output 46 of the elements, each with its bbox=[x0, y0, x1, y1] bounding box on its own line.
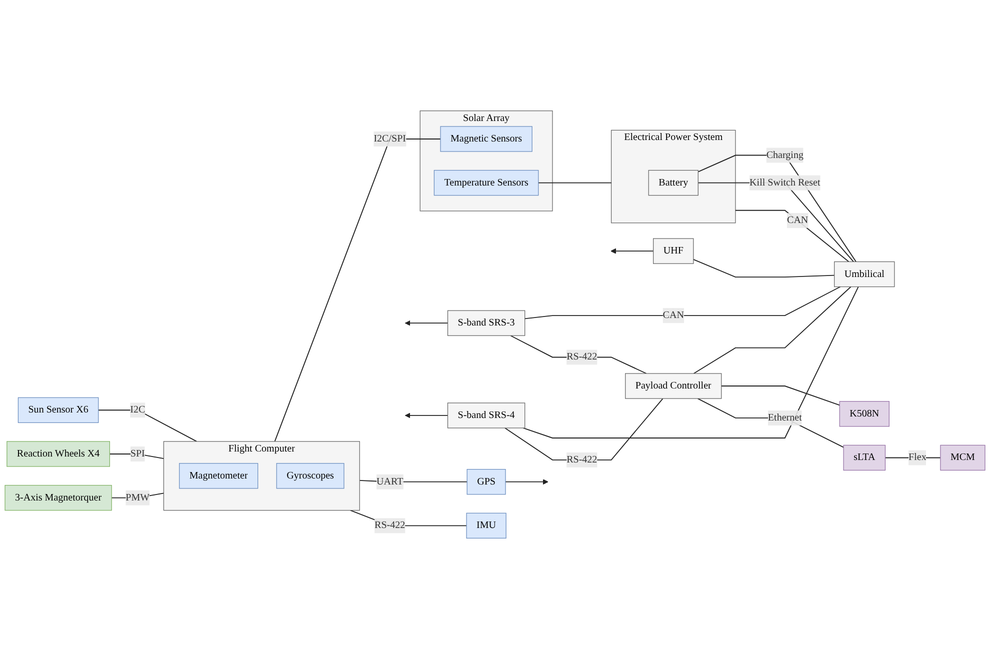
edge-label: RS-422 bbox=[566, 454, 598, 465]
connector-line bbox=[98, 410, 198, 442]
edge-label: RS-422 bbox=[566, 352, 598, 362]
connector-line bbox=[404, 412, 448, 418]
edge-label: Charging bbox=[766, 150, 804, 160]
process-box: sLTA bbox=[843, 444, 886, 471]
process-box: 3-Axis Magnetorquer bbox=[4, 484, 112, 511]
connector-line bbox=[538, 182, 612, 184]
process-box: S-band SRS-3 bbox=[447, 310, 526, 336]
connector-line bbox=[720, 386, 840, 406]
connector-line bbox=[522, 286, 859, 438]
process-box: K508N bbox=[839, 401, 890, 427]
connector-line bbox=[505, 479, 548, 485]
edge-label: Kill Switch Reset bbox=[750, 177, 820, 188]
process-box: IMU bbox=[466, 512, 506, 539]
edge-label: CAN bbox=[662, 310, 684, 321]
process-box: MCM bbox=[940, 444, 986, 471]
edge-label: RS-422 bbox=[374, 520, 406, 531]
process-box: Gyroscopes bbox=[276, 463, 344, 489]
connector-line bbox=[524, 286, 841, 320]
process-box: GPS bbox=[466, 469, 506, 495]
process-box: Magnetic Sensors bbox=[440, 126, 532, 152]
connector-line bbox=[404, 320, 448, 326]
process-box: Reaction Wheels X4 bbox=[6, 441, 110, 467]
process-box: Magnetometer bbox=[179, 463, 258, 489]
process-box: Temperature Sensors bbox=[434, 170, 539, 196]
process-box: Battery bbox=[648, 170, 698, 196]
process-box: S-band SRS-4 bbox=[447, 402, 526, 428]
process-box: UHF bbox=[653, 238, 694, 264]
connector-line bbox=[692, 259, 835, 278]
connector bbox=[698, 182, 854, 262]
connector-line bbox=[610, 248, 654, 254]
connector-line bbox=[735, 210, 850, 262]
edge-label: PMW bbox=[126, 492, 150, 503]
edge-label: Flex bbox=[908, 452, 926, 463]
connector-line bbox=[274, 138, 441, 442]
process-box: Sun Sensor X6 bbox=[18, 397, 99, 423]
edge-label: I2C/SPI bbox=[374, 133, 406, 144]
connector-line bbox=[693, 286, 852, 374]
edge-label: CAN bbox=[787, 214, 808, 226]
process-box: Umbilical bbox=[834, 261, 895, 288]
edge-label: Ethernet bbox=[768, 412, 802, 423]
edge-label: SPI bbox=[130, 448, 145, 459]
process-box: Payload Controller bbox=[625, 373, 722, 399]
edge-label: I2C bbox=[130, 404, 146, 416]
edge-label: UART bbox=[376, 476, 404, 487]
